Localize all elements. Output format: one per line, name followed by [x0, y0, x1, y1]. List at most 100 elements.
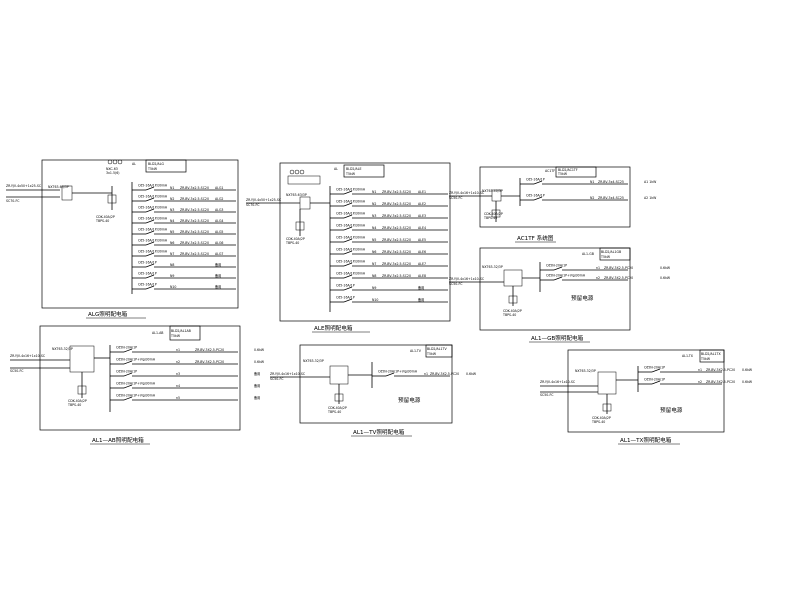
- al1gb-header-box: [599, 247, 631, 261]
- breaker-switch-icon: [123, 372, 133, 377]
- circuit-cable: ZR-BV-3x2.5-SC20: [382, 274, 411, 278]
- alg-header-2: T5kW: [147, 167, 158, 171]
- al1tv-incoming-2: SC50-FC: [270, 377, 284, 381]
- meter-icon: [289, 169, 295, 175]
- ale-header-1: BLD2/ALE: [346, 167, 362, 171]
- main-breaker-icon: [597, 371, 617, 395]
- circuit-breaker-label: C65-16A/1P/30mA: [336, 272, 366, 276]
- ac1f-header-1: BLD2/AC1TF: [558, 168, 578, 172]
- circuit-code: N10: [170, 285, 176, 289]
- circuit-load: ALE8: [418, 274, 426, 278]
- breaker-switch-icon: [553, 266, 563, 271]
- breaker-switch-icon: [123, 396, 133, 401]
- breaker-switch-icon: [651, 380, 661, 385]
- al1ab-main-breaker: NXT63-32/3P: [52, 347, 73, 351]
- al1tx-name: AL1-TX: [682, 354, 694, 358]
- al1gb-caption: AL1—GB照明配电箱: [531, 334, 584, 342]
- al1ab-header-box: [169, 325, 201, 341]
- panel-alg: BLD2/ALG T5kW AL NXC-63 3x1.5(6) ZR-YJV-…: [6, 159, 239, 319]
- circuit-load: ALG6: [215, 241, 223, 245]
- circuit-cable: ZR-BV-3x2.5-SC20: [382, 238, 411, 242]
- circuit-code: N5: [372, 238, 376, 242]
- breaker-switch-icon: [145, 186, 155, 191]
- circuit-load: A1 1kW: [644, 180, 657, 184]
- al1tv-name: AL1-TV: [410, 349, 422, 353]
- circuit-breaker-label: C65N-20A/1P: [644, 366, 665, 370]
- circuit-cable: ZR-BV-3x4-SC25: [598, 180, 624, 184]
- circuit-cable: ZR-BV-3x2.5-SC20: [382, 202, 411, 206]
- meter-icon: [117, 159, 123, 165]
- breaker-switch-icon: [145, 285, 155, 290]
- circuit-load: ALE6: [418, 250, 426, 254]
- circuit-load: ALE4: [418, 226, 426, 230]
- breaker-switch-icon: [343, 226, 353, 231]
- circuit-cable: ZR-BV-3x2.5-SC20: [382, 226, 411, 230]
- al1gb-header-2: T5kW: [600, 255, 611, 259]
- circuit-load: 0.6kW: [254, 360, 265, 364]
- breaker-switch-icon: [145, 263, 155, 268]
- breaker-switch-icon: [343, 250, 353, 255]
- circuit-cable: ZR-BV-3X2.5-PC20: [430, 372, 459, 376]
- circuit-load: ALG3: [215, 208, 223, 212]
- al1tv-caption: AL1—TV照明配电箱: [353, 428, 405, 436]
- meter-icon: [299, 169, 305, 175]
- breaker-switch-icon: [145, 252, 155, 257]
- ac1f-header-2: T5kW: [557, 172, 568, 176]
- panel-ale: BLD2/ALE T5kW AL ZR-YJV-4x50+1x25-SC SC7…: [246, 162, 451, 333]
- spd-icon: [491, 209, 501, 218]
- circuit-load: ALE3: [418, 214, 426, 218]
- breaker-switch-icon: [651, 368, 661, 373]
- circuit-code: N7: [372, 262, 376, 266]
- circuit-code: n5: [176, 396, 180, 400]
- circuit-code: n2: [176, 360, 180, 364]
- al1tv-main-breaker: NXT63-32/3P: [303, 359, 324, 363]
- circuit-load: ALE1: [418, 190, 426, 194]
- circuit-code: n1: [596, 266, 600, 270]
- spd-icon: [334, 393, 344, 402]
- alg-header-1: BLD2/ALG: [148, 162, 164, 166]
- circuit-load: ALE5: [418, 238, 426, 242]
- circuit-cable: ZR-BV-3x2.5-SC20: [180, 252, 209, 256]
- alg-spd-2: TBPS-40: [95, 219, 109, 223]
- circuit-cable: ZR-BV-3X2.5-PC20: [195, 360, 224, 364]
- circuit-code: n3: [176, 372, 180, 376]
- circuit-code: N6: [372, 250, 376, 254]
- circuit-code: n4: [176, 384, 180, 388]
- circuit-breaker-label: C65N-20A/1P+Vigi30mA: [116, 358, 156, 362]
- ac1f-spd-2: TBPS-40: [483, 216, 497, 220]
- circuit-breaker-label: C65-16A/1P: [526, 194, 545, 198]
- al1tv-note: 预留电源: [398, 396, 421, 404]
- breaker-switch-icon: [123, 348, 133, 353]
- ac1f-main-breaker: NXT63-40/3P: [482, 189, 503, 193]
- circuit-load: 0.6kW: [466, 372, 477, 376]
- breaker-switch-icon: [343, 286, 353, 291]
- circuit-breaker-label: C65N-20A/1P+Vigi30mA: [546, 274, 586, 278]
- al1gb-note: 预留电源: [571, 294, 594, 302]
- ac1f-incoming-1: ZR-YJV-4x16+1x10-SC: [449, 191, 485, 195]
- circuit-breaker-label: C65N-20A/1P+Vigi30mA: [378, 370, 418, 374]
- ac1f-spd-1: CDK-40A/2P: [484, 212, 503, 216]
- circuit-cable: ZR-BV-3X2.5-PC20: [604, 266, 633, 270]
- circuit-code: N10: [372, 298, 378, 302]
- circuit-code: n2: [596, 276, 600, 280]
- meter-icon: [107, 159, 113, 165]
- breaker-switch-icon: [343, 298, 353, 303]
- circuit-breaker-label: C65N-20A/1P+Vigi30mA: [116, 382, 156, 386]
- al1tv-header-1: BLD2/AL1TV: [427, 347, 447, 351]
- circuit-cable: ZR-BV-3x2.5-SC20: [180, 241, 209, 245]
- ale-incoming-1: ZR-YJV-4x50+1x25-SC: [246, 198, 282, 202]
- circuit-breaker-label: C65N-20A/1P+Vigi30mA: [116, 394, 156, 398]
